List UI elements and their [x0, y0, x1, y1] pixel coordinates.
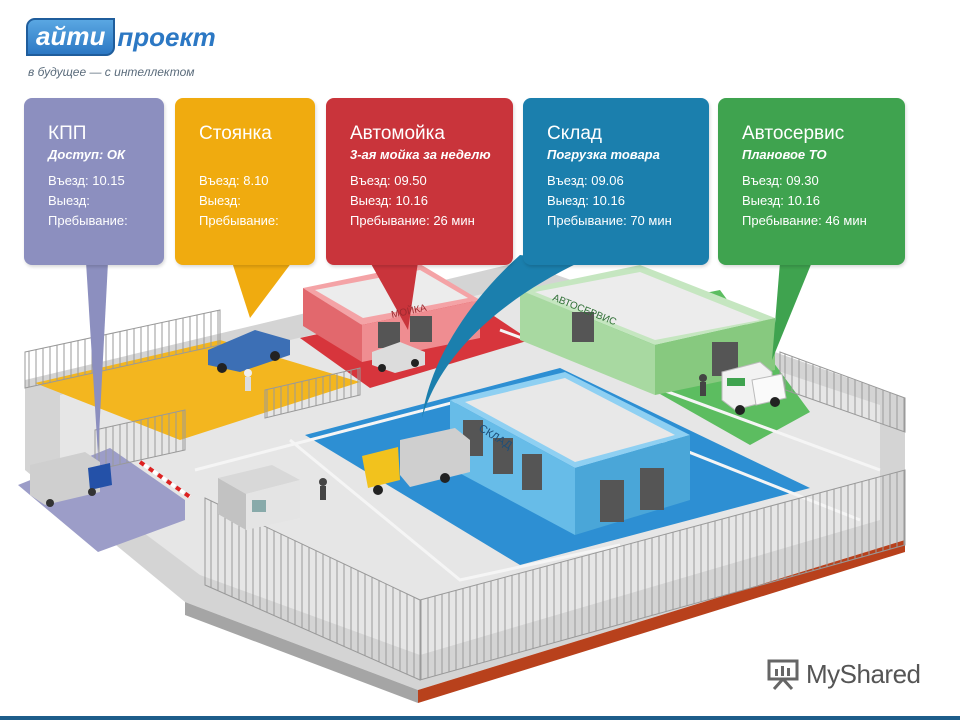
card-avtomoyka: Автомойка 3-ая мойка за неделю Въезд: 09…: [326, 98, 513, 265]
presentation-icon: [767, 659, 799, 691]
watermark-text: MyShared: [806, 658, 921, 689]
card-exit: Выезд:: [199, 193, 241, 208]
card-entry: Въезд: 09.30: [742, 173, 819, 188]
card-exit: Выезд: 10.16: [742, 193, 820, 208]
card-stay: Пребывание: 26 мин: [350, 213, 475, 228]
pointer-sklad: [422, 255, 580, 418]
bottom-bar: [0, 716, 960, 720]
card-sklad: Склад Погрузка товара Въезд: 09.06 Выезд…: [523, 98, 709, 265]
card-subtitle: Погрузка товара: [547, 147, 660, 162]
card-entry: Въезд: 10.15: [48, 173, 125, 188]
fences: [24, 309, 906, 681]
brand-logo-part2: проект: [117, 21, 216, 52]
sklad-truck: [362, 428, 470, 495]
card-exit: Выезд: 10.16: [350, 193, 428, 208]
card-title: Стоянка: [199, 123, 272, 144]
people: [244, 369, 707, 500]
pointer-stoyanka: [232, 262, 292, 318]
card-title: КПП: [48, 123, 87, 144]
card-title: Склад: [547, 123, 602, 144]
card-entry: Въезд: 09.06: [547, 173, 624, 188]
guard-booth: [218, 465, 300, 530]
brand-slogan: в будущее — с интеллектом: [28, 65, 195, 79]
tow-truck: [208, 330, 290, 373]
brand-logo: айти проект: [26, 18, 216, 56]
card-subtitle: Плановое ТО: [742, 147, 827, 162]
card-stay: Пребывание:: [48, 213, 128, 228]
pointer-avtomoyka: [370, 262, 418, 330]
card-stay: Пребывание: 70 мин: [547, 213, 672, 228]
card-entry: Въезд: 09.50: [350, 173, 427, 188]
card-avtoservis: Автосервис Плановое ТО Въезд: 09.30 Выез…: [718, 98, 905, 265]
myshared-watermark: MyShared: [766, 656, 921, 692]
barrier: [138, 460, 192, 499]
pointer-avtoservis: [772, 262, 812, 360]
card-exit: Выезд: 10.16: [547, 193, 625, 208]
card-entry: Въезд: 8.10: [199, 173, 269, 188]
card-title: Автомойка: [350, 123, 445, 144]
service-truck: [721, 361, 787, 415]
card-subtitle: Доступ: ОК: [48, 147, 126, 162]
card-kpp: КПП Доступ: ОК Въезд: 10.15 Выезд: Пребы…: [24, 98, 164, 265]
card-stay: Пребывание: 46 мин: [742, 213, 867, 228]
card-subtitle: 3-ая мойка за неделю: [350, 147, 491, 162]
brand-logo-part1: айти: [26, 18, 116, 56]
card-exit: Выезд:: [48, 193, 90, 208]
brand-header: айти проект в будущее — с интеллектом: [26, 18, 226, 88]
sklad-building: [450, 372, 690, 535]
kpp-truck: [30, 452, 112, 507]
card-title: Автосервис: [742, 123, 845, 144]
wash-car: [372, 342, 425, 373]
card-stoyanka: Стоянка Въезд: 8.10 Выезд: Пребывание:: [175, 98, 315, 265]
pointer-kpp: [86, 262, 108, 455]
card-stay: Пребывание:: [199, 213, 279, 228]
